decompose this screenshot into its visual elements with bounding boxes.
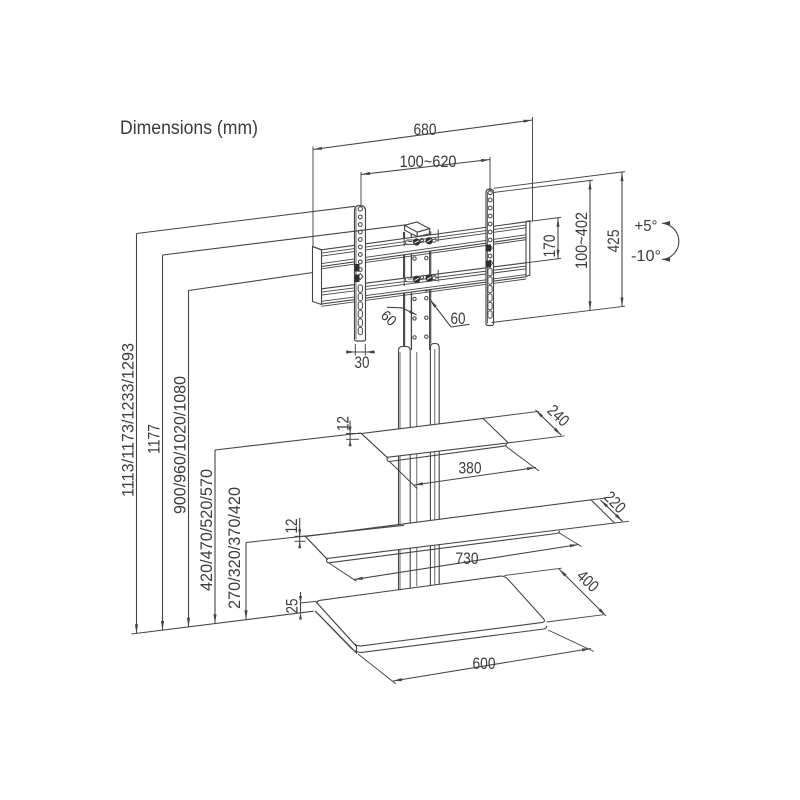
svg-text:270/320/370/420: 270/320/370/420 [226, 487, 244, 609]
svg-text:-10°: -10° [631, 248, 661, 265]
svg-text:12: 12 [283, 519, 301, 534]
svg-text:900/960/1020/1080: 900/960/1020/1080 [172, 376, 190, 514]
svg-text:25: 25 [284, 599, 302, 614]
svg-text:1113/1173/1233/1293: 1113/1173/1233/1293 [120, 343, 138, 497]
svg-text:680: 680 [414, 121, 437, 139]
svg-text:12: 12 [335, 416, 353, 431]
svg-text:30: 30 [355, 354, 370, 372]
svg-text:380: 380 [459, 460, 482, 478]
svg-text:730: 730 [456, 550, 479, 568]
svg-text:425: 425 [605, 230, 623, 253]
svg-text:60: 60 [377, 308, 399, 330]
svg-text:Dimensions (mm): Dimensions (mm) [120, 118, 258, 139]
svg-text:400: 400 [573, 567, 602, 596]
svg-text:60: 60 [451, 310, 466, 328]
svg-text:420/470/520/570: 420/470/520/570 [198, 469, 216, 591]
svg-text:240: 240 [543, 401, 572, 430]
svg-text:170: 170 [541, 235, 559, 258]
svg-text:1177: 1177 [146, 424, 164, 454]
svg-text:+5°: +5° [635, 218, 658, 235]
svg-text:600: 600 [473, 655, 496, 673]
svg-text:100~620: 100~620 [400, 153, 457, 171]
svg-text:100~402: 100~402 [573, 212, 591, 269]
